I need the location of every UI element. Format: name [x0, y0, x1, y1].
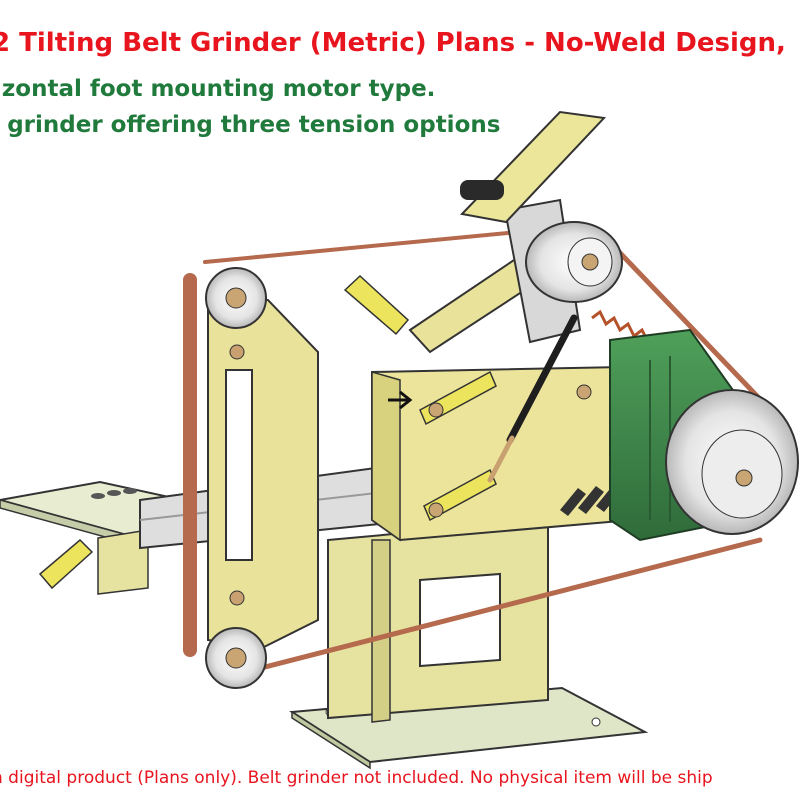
stand: [327, 518, 549, 723]
top-idler-wheel: [205, 267, 267, 329]
main-body-plate: [371, 364, 675, 542]
direction-arrow: [388, 390, 413, 410]
product-title: 2 Tilting Belt Grinder (Metric) Plans - …: [0, 28, 786, 58]
digital-product-notice: n digital product (Plans only). Belt gri…: [0, 768, 713, 788]
sanding-belt: [183, 226, 783, 679]
gas-spring: [487, 314, 578, 483]
subtitle-motor-type: izontal foot mounting motor type.: [0, 76, 436, 102]
contact-plate: [207, 288, 319, 650]
subtitle-tension-options: : grinder offering three tension options: [0, 112, 501, 138]
tracking-wheel: [525, 221, 623, 303]
drive-pulley: [665, 389, 799, 535]
upper-paddle: [459, 110, 607, 224]
bottom-idler-wheel: [205, 627, 267, 689]
